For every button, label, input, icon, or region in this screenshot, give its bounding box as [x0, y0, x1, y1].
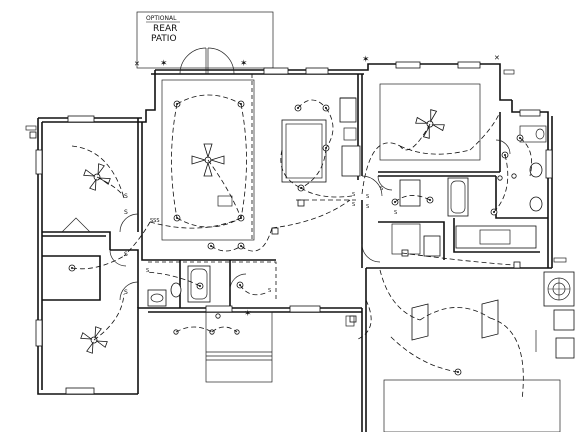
ceiling-outlines	[148, 74, 481, 300]
ceiling-fan-icon	[191, 143, 225, 177]
svg-text:S: S	[268, 288, 271, 294]
doors	[61, 47, 511, 301]
hall-vanity	[147, 289, 167, 307]
ceiling-fan-icon	[415, 109, 445, 139]
switch-icon: SS	[146, 268, 271, 294]
garage-light-right	[481, 299, 499, 339]
outlet-icon	[511, 173, 517, 179]
exterior-light-icon: ✶	[362, 55, 370, 65]
patio-label-patio: PATIO	[151, 34, 177, 44]
refrigerator	[341, 145, 361, 177]
ceiling-light-icon	[426, 196, 434, 204]
outlet-icon	[215, 313, 221, 319]
switch-icon: SS	[366, 194, 369, 210]
kitchen-island	[281, 119, 327, 183]
outlet-icon	[497, 175, 503, 181]
exterior-light-icon: ✕	[134, 60, 140, 68]
svg-text:S: S	[366, 194, 369, 200]
panel-box	[555, 337, 575, 359]
outlet-icon	[349, 315, 357, 323]
outlets	[29, 131, 521, 335]
exterior-lights: ✶ ✶ ✶ ✕ ✕ ✶	[134, 54, 500, 319]
garage-light-left	[411, 303, 429, 341]
wiring	[71, 94, 533, 401]
patio-label-optional: OPTIONAL	[146, 15, 177, 22]
outlet-icon	[513, 261, 521, 269]
svg-text:S: S	[124, 289, 128, 296]
exterior-light-icon: ✶	[160, 59, 168, 69]
fixtures	[147, 125, 547, 307]
master-toilet	[423, 235, 441, 257]
hall-toilet	[170, 282, 182, 298]
switch-icon: SS	[124, 193, 128, 216]
master-tub	[447, 177, 469, 217]
rear-patio: OPTIONAL REAR PATIO	[136, 11, 274, 69]
laundry	[391, 223, 421, 255]
front-porch	[205, 311, 273, 383]
svg-text:S: S	[146, 268, 149, 274]
svg-text:S: S	[124, 209, 128, 216]
outlet-icon	[271, 227, 279, 235]
svg-text:SSS: SSS	[150, 218, 160, 224]
annotations	[25, 69, 567, 352]
switch-icon: SSS	[150, 218, 160, 224]
master-shower	[399, 179, 421, 207]
switches: SS SS SSS SS SS SS SS	[124, 186, 397, 296]
svg-text:S: S	[124, 193, 128, 200]
ensuite-sink	[529, 196, 543, 212]
switch-icon: SS	[352, 192, 355, 208]
patio-label-rear: REAR	[153, 24, 177, 34]
kitchen	[281, 97, 361, 183]
windows	[35, 61, 553, 395]
svg-text:S: S	[380, 186, 383, 192]
exterior-light-icon: ✶	[244, 309, 252, 319]
exterior-walls	[37, 63, 553, 432]
ensuite-toilet	[529, 162, 543, 178]
svg-text:S: S	[352, 192, 355, 198]
svg-text:S: S	[366, 204, 369, 210]
range	[339, 97, 357, 123]
exterior-light-icon: ✶	[240, 59, 248, 69]
svg-text:S: S	[394, 210, 397, 216]
switch-icon: SS	[380, 186, 397, 216]
exterior-light-icon: ✕	[494, 54, 500, 62]
svg-text:S: S	[352, 202, 355, 208]
outlet-icon	[297, 199, 305, 207]
outlet-icon	[29, 131, 37, 139]
garage	[383, 271, 575, 432]
switch-icon: SS	[124, 251, 128, 296]
master-vanity	[455, 225, 537, 249]
ceiling-fan-icon	[80, 326, 108, 354]
water-heater	[553, 309, 575, 331]
